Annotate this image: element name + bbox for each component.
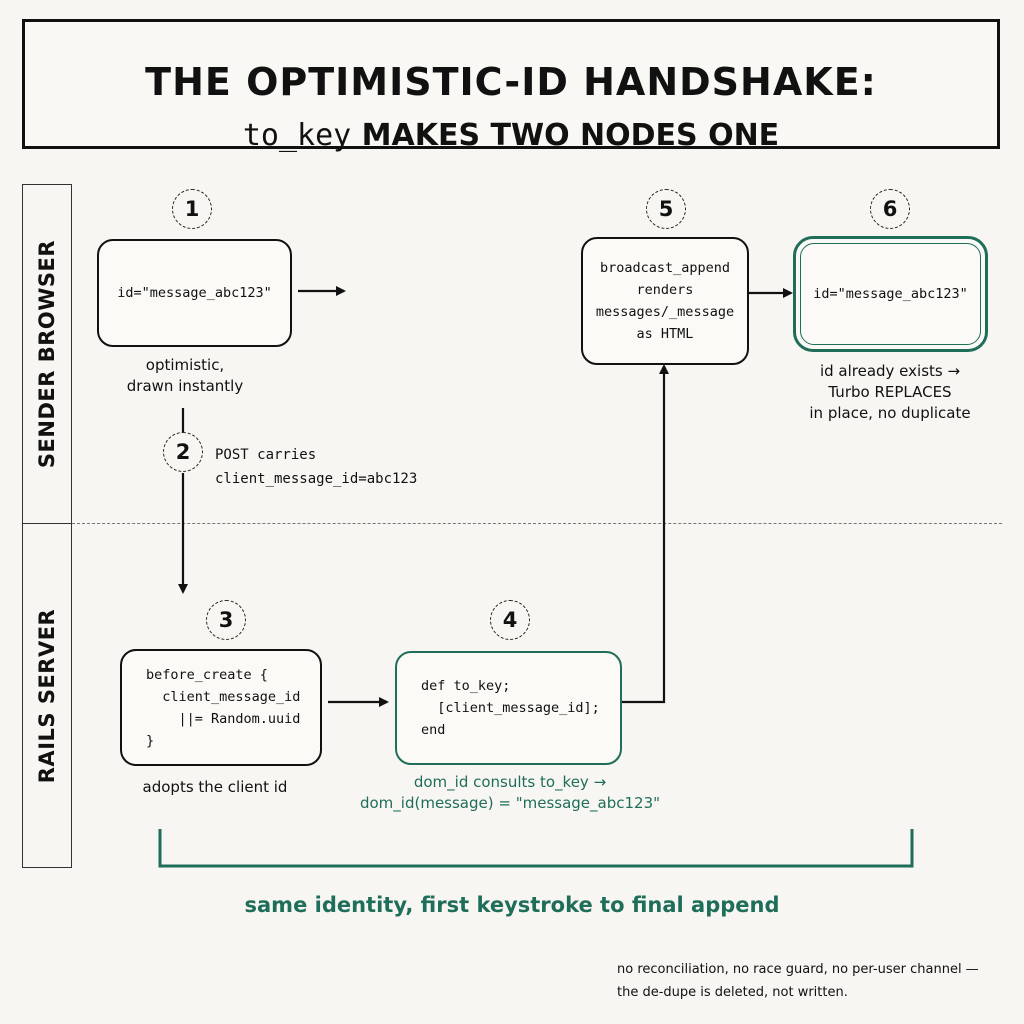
title-code: to_key (242, 118, 352, 153)
title-line-2: to_key MAKES TWO NODES ONE (25, 118, 997, 153)
step-4-box: def to_key; [client_message_id]; end (395, 651, 622, 765)
lane-divider (72, 523, 1002, 524)
step-3-caption: adopts the client id (142, 778, 288, 796)
title-rest: MAKES TWO NODES ONE (351, 118, 780, 153)
step-1-caption: optimistic, drawn instantly (126, 356, 244, 395)
step-6-text: id="message_abc123" (813, 286, 968, 302)
step-1-text: id="message_abc123" (117, 285, 272, 301)
step-badge-3: 3 (206, 600, 246, 640)
title-box: THE OPTIMISTIC-ID HANDSHAKE: to_key MAKE… (22, 19, 1000, 153)
step-badge-2: 2 (163, 432, 203, 472)
step-badge-6: 6 (870, 189, 910, 229)
step-badge-1: 1 (172, 189, 212, 229)
step-6-box: id="message_abc123" (793, 236, 988, 352)
step-5-text: broadcast_append renders messages/_messa… (595, 260, 735, 342)
step-1-box: id="message_abc123" (97, 239, 292, 347)
footnote: no reconciliation, no race guard, no per… (617, 962, 979, 1000)
lane-rails-server: RAILS SERVER (22, 523, 72, 868)
step-4-caption: dom_id consults to_key → dom_id(message)… (359, 773, 661, 812)
step-3-box: before_create { client_message_id ||= Ra… (120, 649, 322, 766)
step-6-caption: id already exists → Turbo REPLACES in pl… (809, 362, 971, 422)
step-4-text: def to_key; [client_message_id]; end (421, 678, 600, 738)
step-2-caption: POST carries client_message_id=abc123 (215, 447, 418, 487)
step-3-text: before_create { client_message_id ||= Ra… (146, 666, 301, 749)
summary-bracket (158, 829, 914, 868)
step-badge-4: 4 (490, 600, 530, 640)
arrow-4-to-5 (622, 364, 669, 704)
summary-text: same identity, first keystroke to final … (244, 893, 780, 917)
step-5-box: broadcast_append renders messages/_messa… (581, 237, 749, 365)
step-badge-5: 5 (646, 189, 686, 229)
title-line-1: THE OPTIMISTIC-ID HANDSHAKE: (145, 60, 877, 104)
